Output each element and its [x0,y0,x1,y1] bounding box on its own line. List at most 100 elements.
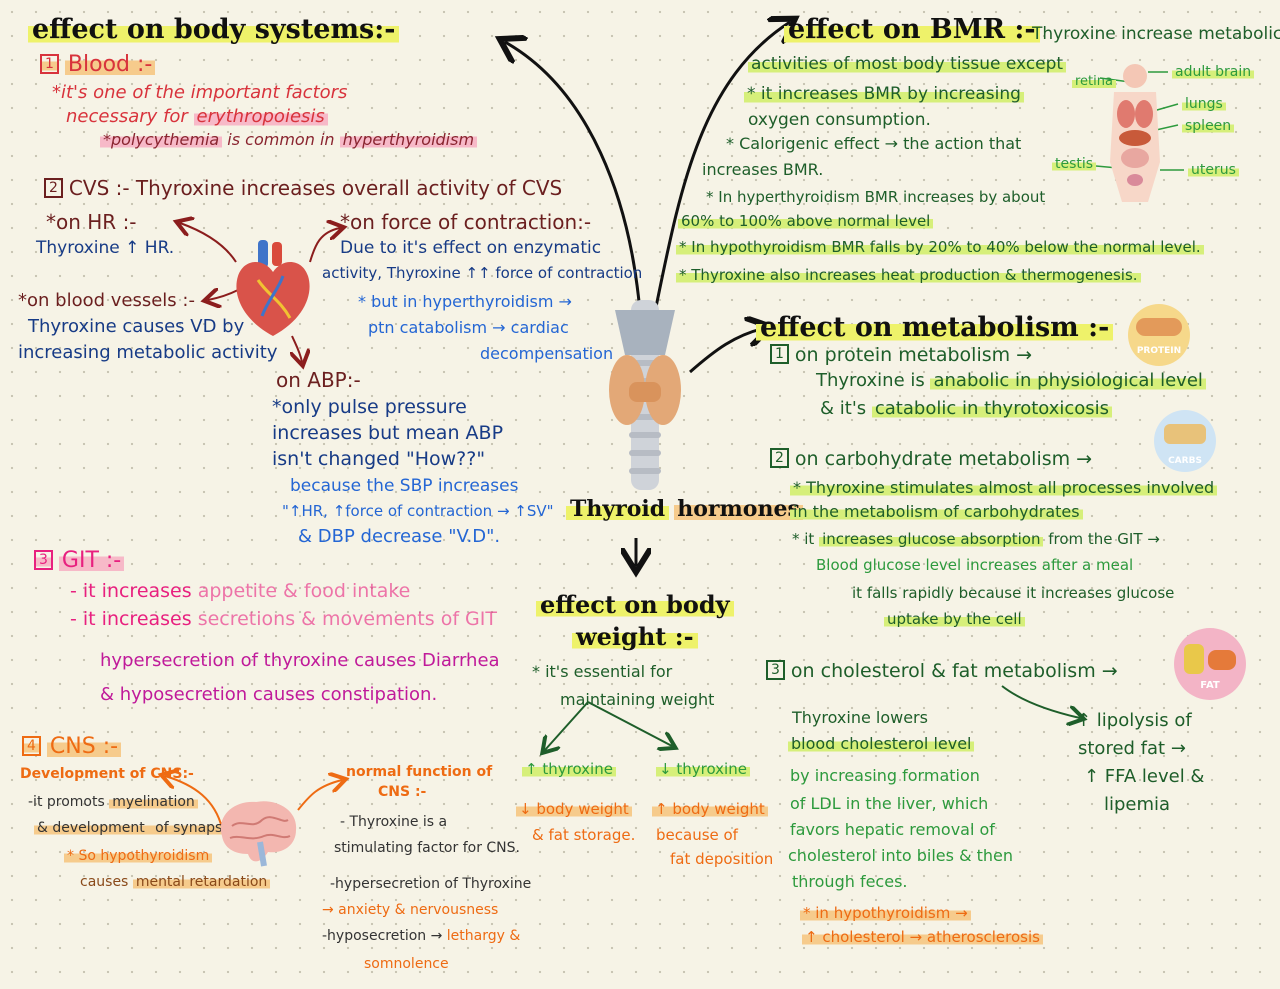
cns-normal-title1: normal function of [346,764,493,780]
weight-right-line2: because of [656,826,738,844]
carb-line2: in the metabolism of carbohydrates [790,502,1083,521]
weight-right-title: ↓ thyroxine [656,760,750,778]
cns-normal-line6: somnolence [364,956,449,972]
organ-label-uterus: uterus [1188,162,1239,178]
food-shape-icon [1136,318,1182,336]
protein-badge-icon: PROTEIN [1128,304,1190,366]
arrow-to-body-systems [505,42,642,313]
cvs-force-line3: * but in hyperthyroidism → [358,292,572,311]
chol-line1: Thyroxine lowers [792,708,928,727]
carb-line6: uptake by the cell [884,610,1025,628]
bmr-heading: effect on BMR :- [784,14,1040,45]
cns-normal-line3: -hypersecretion of Thyroxine [330,876,532,892]
cvs-vessels-title: *on blood vessels :- [18,290,195,311]
arrow-heart-vessels [208,290,239,300]
protein-line1: Thyroxine is anabolic in physiological l… [816,370,1206,391]
center-label: Thyroid hormones [566,496,803,522]
cns-dev-line1: -it promots myelination [28,794,198,810]
bmr-line7: * In hyperthyroidism BMR increases by ab… [706,188,1046,206]
cns-normal-line5: -hyposecretion → lethargy & [322,928,521,944]
weight-line2: maintaining weight [560,690,715,709]
arrow-brain-normal [297,780,342,811]
git-line3: hypersecretion of thyroxine causes Diarr… [100,650,500,671]
cns-normal-title2: CNS :- [378,784,427,800]
bmr-line9: * In hypothyroidism BMR falls by 20% to … [676,238,1204,256]
weight-right-line3: fat deposition [670,850,774,868]
arrow-fat-lipolysis [1001,685,1080,718]
bmr-line4: oxygen consumption. [748,110,931,130]
cvs-abp-line5: "↑HR, ↑force of contraction → ↑SV" [282,502,554,520]
carb-line1: * Thyroxine stimulates almost all proces… [790,478,1218,497]
center-label-thyroid: Thyroid [566,496,670,522]
cns-dev-line3: * So hypothyroidism [64,848,213,864]
organ-label-testis: testis [1052,156,1097,172]
chol-line3: by increasing formation [790,766,980,785]
cvs-vessels-line2: increasing metabolic activity [18,342,278,363]
organ-label-lungs: lungs [1182,96,1226,112]
bread-shape-icon [1164,424,1206,444]
cns-normal-line4: → anxiety & nervousness [322,902,499,918]
cns-dev-title: Development of CNS:- [20,766,194,782]
cns-normal-line2: stimulating factor for CNS. [334,840,520,856]
cvs-vessels-line1: Thyroxine causes VD by [28,316,245,337]
chol-line9: ↑ cholesterol → atherosclerosis [802,928,1043,946]
cvs-force-line1: Due to it's effect on enzymatic [340,238,602,258]
food-fat-icon [1208,650,1236,670]
chol-line5: favors hepatic removal of [790,820,995,839]
cvs-hr-title: *on HR :- [46,210,137,234]
chol-line7: through feces. [792,872,908,891]
arrow-weight-left [545,701,589,750]
bmr-line5: * Calorigenic effect → the action that [726,134,1022,153]
bmr-line2: activities of most body tissue except [748,54,1067,74]
chol-line6: cholesterol into biles & then [788,846,1014,865]
brain-illustration [220,801,297,867]
fat-line1: ↑ lipolysis of [1076,710,1192,731]
bmr-line8: 60% to 100% above normal level [678,212,934,230]
carbs-badge-label: CARBS [1168,456,1202,466]
blood-line3: *polycythemia is common in hyperthyroidi… [100,130,478,149]
carb-line4: Blood glucose level increases after a me… [816,556,1134,574]
cvs-abp-line1: *only pulse pressure [272,396,467,418]
carbs-badge-icon: CARBS [1154,410,1216,472]
blood-line2: necessary for erythropoiesis [66,106,328,127]
cvs-abp-line2: increases but mean ABP [272,422,504,444]
body-systems-heading: effect on body systems:- [28,14,400,45]
organ-label-spleen: spleen [1182,118,1235,134]
protein-line2: & it's catabolic in thyrotoxicosis [820,398,1113,419]
cvs-abp-title: on ABP:- [276,368,361,392]
thyroid-illustration [609,300,681,490]
protein-badge-label: PROTEIN [1136,346,1182,356]
oil-bottle-icon [1184,644,1204,674]
fat-badge-label: FAT [1200,680,1220,691]
weight-right-line1: ↑ body weight [652,800,768,818]
cvs-force-line5: decompensation [480,344,614,363]
carb-line3: * it increases glucose absorption from t… [792,530,1160,548]
arrow-to-bmr [653,22,790,313]
fat-line4: lipemia [1104,794,1171,815]
cvs-force-line4: ptn catabolism → cardiac [368,318,569,337]
arrow-to-metabolism [689,328,765,374]
weight-left-title: ↑ thyroxine [522,760,616,778]
bmr-line10: * Thyroxine also increases heat producti… [676,266,1141,284]
chol-line8: * in hypothyroidism → [800,904,971,922]
bmr-line6: increases BMR. [702,160,824,179]
center-label-hormones: hormones [674,496,803,522]
weight-left-line2: & fat storage. [532,826,636,844]
arrow-weight-right [587,701,672,746]
arrow-heart-hr [180,223,237,263]
fat-line3: ↑ FFA level & [1084,766,1205,787]
git-line1: - it increases appetite & food intake [70,580,411,602]
git-line4: & hyposecretion causes constipation. [100,684,438,705]
cvs-abp-line3: isn't changed "How??" [272,448,486,470]
cns-dev-line4: causes mental retardation [80,874,271,890]
fat-line2: stored fat → [1078,738,1186,759]
blood-line1: *it's one of the important factors [52,82,348,103]
cns-normal-line1: - Thyroxine is a [340,814,448,830]
